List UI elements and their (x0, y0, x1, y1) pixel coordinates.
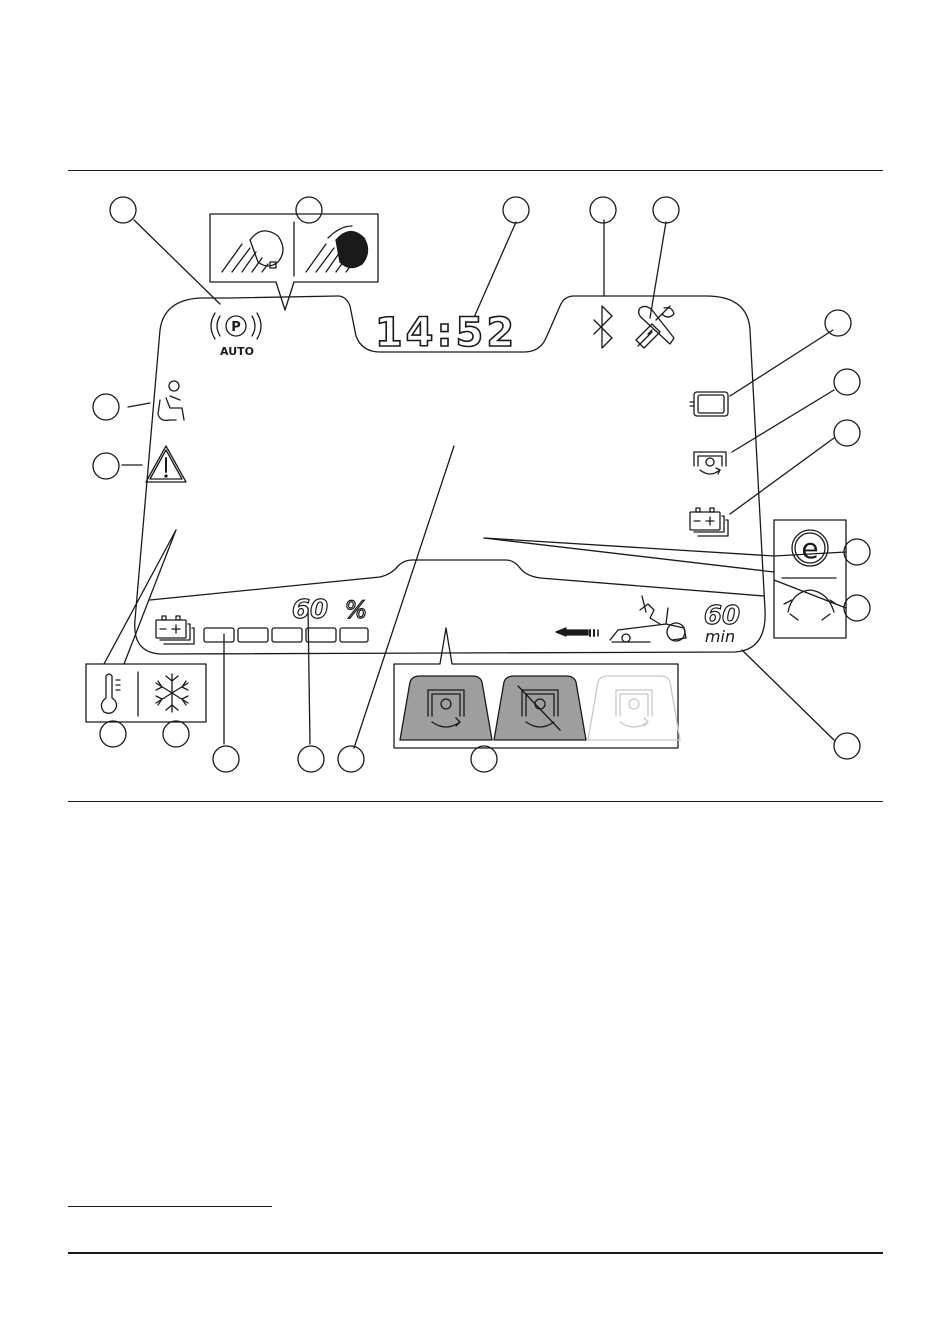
pto-engaged-icon (694, 452, 726, 474)
warning-triangle-icon (146, 446, 186, 482)
callout-leaders (104, 220, 846, 748)
frost-icon (156, 674, 188, 712)
parking-brake-letter: P (231, 320, 241, 335)
high-beam-icon (306, 226, 368, 272)
battery-segment-bar (204, 628, 368, 642)
eco-mode-letter: e (801, 532, 818, 565)
battery-percent-value: 60 (292, 595, 328, 625)
low-beam-icon (222, 231, 283, 272)
pto-off-icon (494, 676, 586, 740)
service-tools-icon (636, 306, 674, 348)
parking-brake-mode: AUTO (220, 345, 254, 358)
mower-direction-icon (556, 596, 686, 642)
battery-warning-icon (690, 508, 728, 536)
battery-level-icon (156, 616, 194, 644)
pto-on-icon (400, 676, 492, 740)
machine-status-icon (690, 392, 728, 416)
pto-inactive-icon (588, 676, 680, 740)
clock-readout: 14:52 (375, 310, 517, 356)
bottom-ribbon (150, 560, 764, 600)
battery-percent-sign: % (345, 596, 368, 624)
temperature-icon (101, 674, 120, 713)
temp-frost-panel (86, 664, 206, 722)
remaining-time-unit: min (705, 627, 735, 646)
seat-occupant-icon (158, 381, 184, 420)
bluetooth-icon (594, 306, 612, 348)
